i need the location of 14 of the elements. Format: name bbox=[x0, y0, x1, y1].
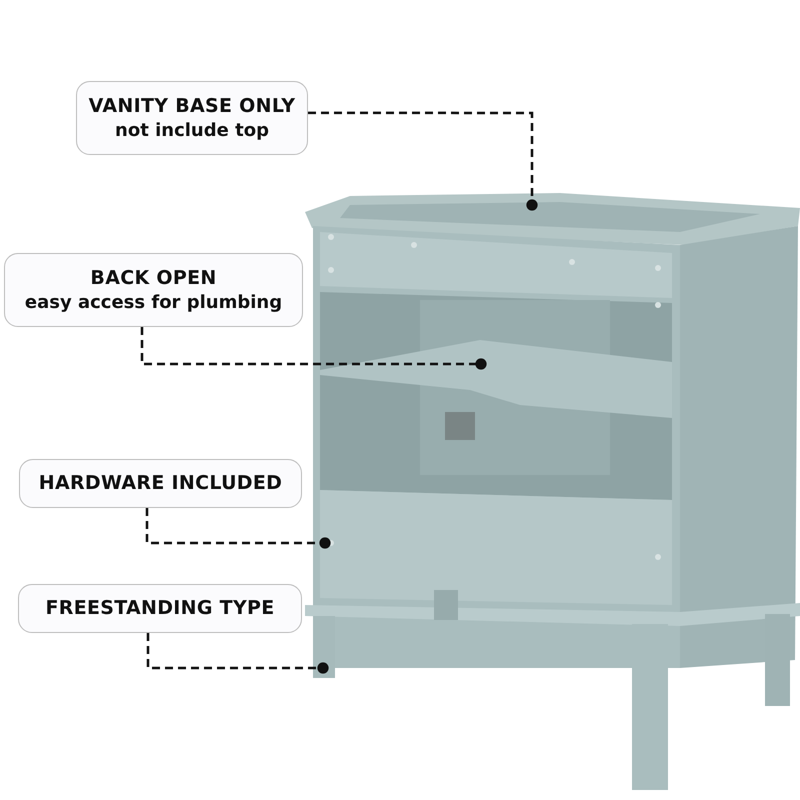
callout-box bbox=[4, 253, 303, 327]
callout-heading: VANITY BASE ONLY bbox=[88, 94, 296, 119]
callout-box bbox=[19, 459, 302, 508]
callout-heading: BACK OPEN bbox=[90, 266, 217, 291]
leader-line bbox=[146, 508, 331, 549]
callout-heading: HARDWARE INCLUDED bbox=[38, 471, 282, 496]
callout-text: easy access for plumbing bbox=[24, 290, 282, 314]
callout-heading: FREESTANDING TYPE bbox=[45, 596, 275, 621]
leader-line bbox=[140, 327, 487, 370]
leader-line bbox=[146, 633, 329, 674]
callout-box bbox=[18, 584, 302, 633]
leader-line bbox=[308, 112, 538, 211]
callout-box bbox=[76, 81, 308, 155]
callout-text: not include top bbox=[115, 118, 269, 142]
